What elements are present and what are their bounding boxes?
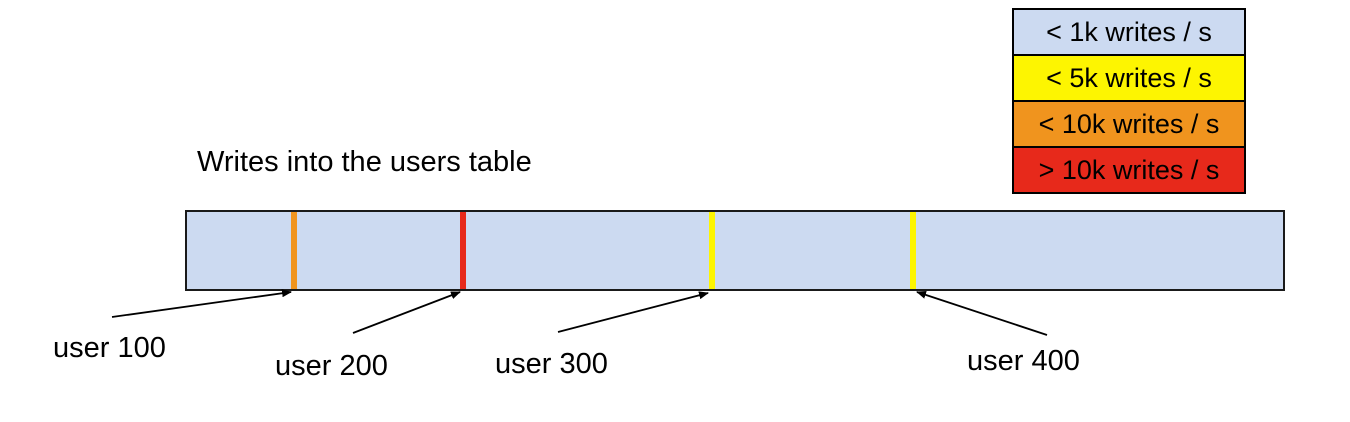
user-300-label: user 300: [495, 348, 608, 380]
user-400-label: user 400: [967, 345, 1080, 377]
write-hotspot-marker-user-200: [460, 212, 466, 289]
write-hotspot-marker-user-300: [709, 212, 715, 289]
users-table-bar: [185, 210, 1285, 291]
legend-row-lt-10k: < 10k writes / s: [1012, 100, 1246, 148]
legend-row-lt-1k: < 1k writes / s: [1012, 8, 1246, 56]
user-200-label: user 200: [275, 350, 388, 382]
arrow-user-100: [111, 289, 292, 318]
write-hotspot-marker-user-100: [291, 212, 297, 289]
arrow-user-200: [352, 291, 461, 334]
write-hotspot-marker-user-400: [910, 212, 916, 289]
arrow-user-400: [916, 291, 1048, 336]
legend-row-lt-5k: < 5k writes / s: [1012, 54, 1246, 102]
write-rate-legend: < 1k writes / s < 5k writes / s < 10k wr…: [1012, 8, 1246, 194]
diagram-title: Writes into the users table: [197, 146, 532, 178]
legend-label-lt-1k: < 1k writes / s: [1046, 16, 1212, 47]
arrow-user-300: [557, 291, 709, 333]
legend-label-lt-5k: < 5k writes / s: [1046, 62, 1212, 93]
legend-label-gt-10k: > 10k writes / s: [1038, 154, 1220, 185]
user-100-label: user 100: [53, 332, 166, 364]
legend-label-lt-10k: < 10k writes / s: [1038, 108, 1220, 139]
legend-row-gt-10k: > 10k writes / s: [1012, 146, 1246, 194]
